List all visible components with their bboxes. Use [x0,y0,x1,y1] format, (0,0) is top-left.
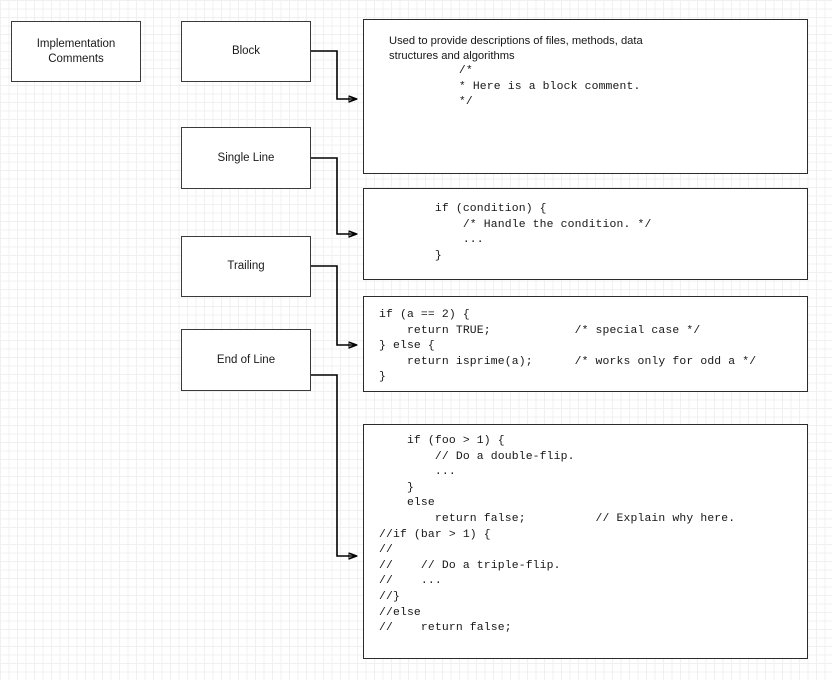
node-implementation-comments[interactable]: Implementation Comments [11,21,141,82]
node-label: Trailing [227,260,265,272]
panel-block[interactable]: Used to provide descriptions of files, m… [363,19,808,174]
node-label: Implementation Comments [36,37,116,65]
panel-trailing[interactable]: if (a == 2) { return TRUE; /* special ca… [363,296,808,392]
panel-description: Used to provide descriptions of files, m… [389,35,643,62]
node-end-of-line[interactable]: End of Line [181,329,311,391]
connector-single-line-to-single-line-panel [311,157,356,234]
node-label: End of Line [216,353,276,366]
panel-single-line[interactable]: if (condition) { /* Handle the condition… [363,188,808,280]
panel-code: if (condition) { /* Handle the condition… [434,203,652,262]
connector-trailing-to-trailing-panel [311,265,356,345]
panel-code: if (a == 2) { return TRUE; /* special ca… [379,309,757,384]
panel-code: /* * Here is a block comment. */ [458,65,641,109]
connector-end-of-line-to-end-of-line-panel [311,374,356,556]
node-block[interactable]: Block [181,21,311,82]
panel-code: if (foo > 1) { // Do a double-flip. ... … [379,435,736,635]
node-trailing[interactable]: Trailing [181,236,311,297]
node-label: Block [231,45,261,57]
node-label: Single Line [217,151,275,164]
connector-block-to-block-panel [311,50,356,99]
panel-end-of-line[interactable]: if (foo > 1) { // Do a double-flip. ... … [363,424,808,659]
node-single-line[interactable]: Single Line [181,127,311,189]
